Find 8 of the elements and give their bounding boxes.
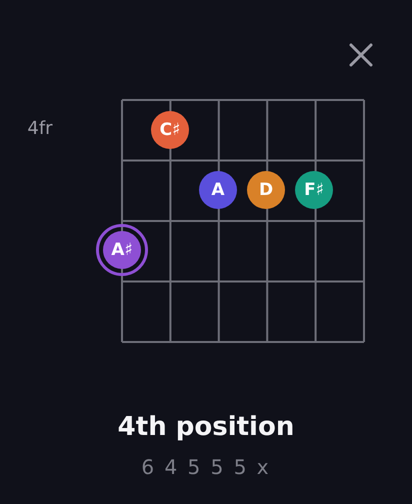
note-dot: C♯ <box>151 111 189 149</box>
chord-title: 4th position <box>118 412 294 442</box>
root-note-dot: A♯ <box>96 224 148 276</box>
note-dot: D <box>247 171 285 209</box>
note-dot: A <box>199 171 237 209</box>
note-dot: F♯ <box>295 171 333 209</box>
fret-list: 6 4 5 5 5 x <box>141 455 271 479</box>
fret-number: 4fr <box>27 118 53 139</box>
